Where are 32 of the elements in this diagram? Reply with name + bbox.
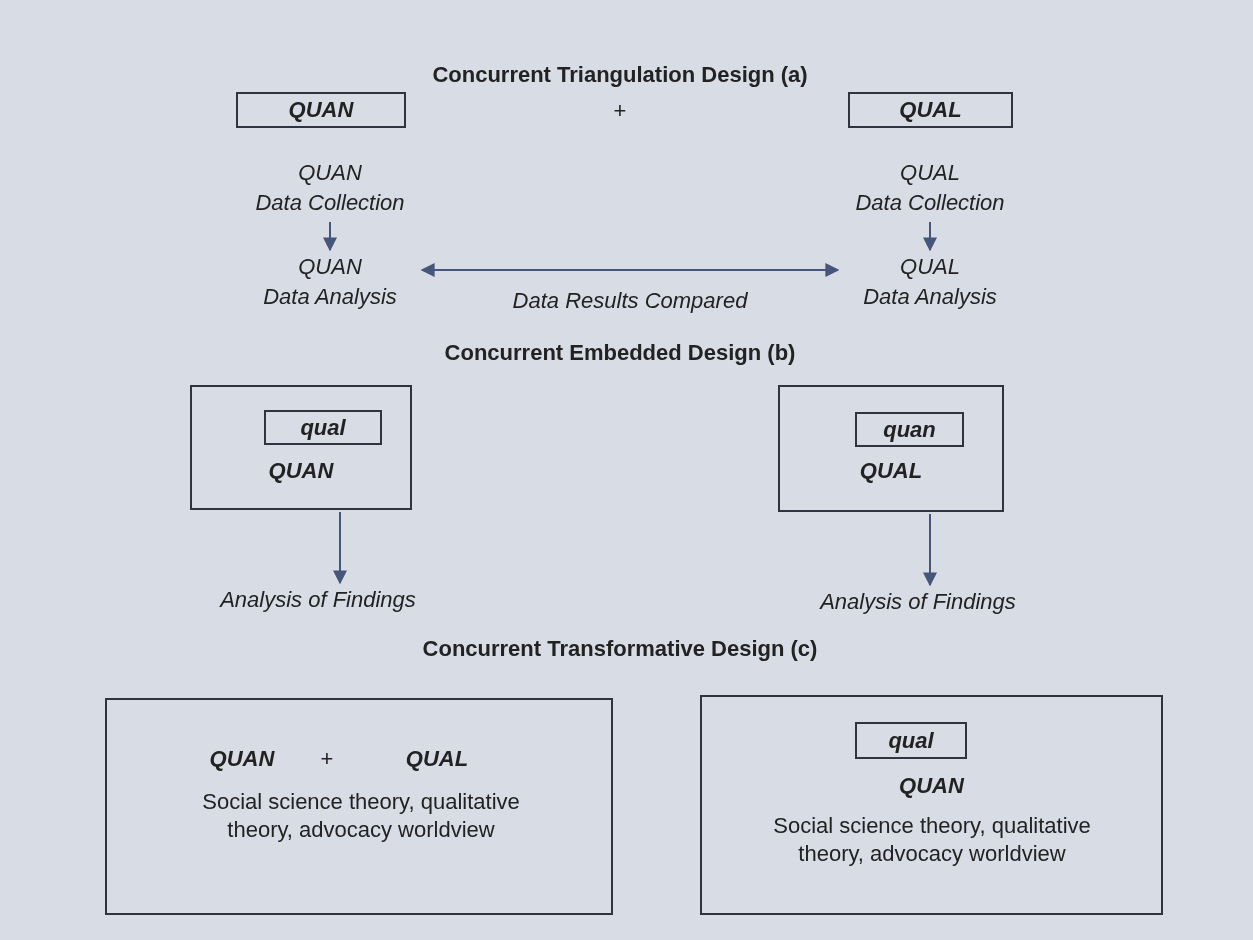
step-text: Analysis of Findings	[188, 585, 448, 615]
heading: Concurrent Triangulation Design (a)	[431, 62, 809, 88]
method-label: QUAN	[898, 772, 966, 800]
theory-text: Social science theory, qualitative theory, advocacy worldview	[772, 812, 1092, 868]
design-box	[778, 385, 1004, 512]
arrow	[333, 511, 347, 585]
method-label: QUAL	[404, 745, 470, 773]
method-box: quan	[855, 412, 964, 447]
arrow	[923, 221, 937, 252]
step-text: QUAN Data Collection	[240, 158, 420, 220]
step-text: QUAL Data Collection	[840, 158, 1020, 220]
design-box	[700, 695, 1163, 915]
arrow	[923, 513, 937, 587]
plus-sign: +	[612, 98, 628, 124]
method-box: qual	[855, 722, 967, 759]
theory-text: Social science theory, qualitative theory, advocacy worldview	[201, 788, 521, 844]
method-label: QUAN	[208, 745, 276, 773]
method-box: QUAN	[236, 92, 406, 128]
method-box: QUAL	[848, 92, 1013, 128]
heading: Concurrent Embedded Design (b)	[443, 340, 797, 366]
method-label: QUAL	[858, 457, 924, 485]
step-text: Analysis of Findings	[788, 587, 1048, 617]
step-text: QUAN Data Analysis	[240, 252, 420, 314]
design-box	[190, 385, 412, 510]
plus-sign: +	[319, 745, 335, 773]
arrow	[323, 221, 337, 252]
step-text: QUAL Data Analysis	[840, 252, 1020, 314]
method-label: QUAN	[267, 457, 335, 485]
arrow	[420, 263, 840, 277]
design-box	[105, 698, 613, 915]
method-box: qual	[264, 410, 382, 445]
heading: Concurrent Transformative Design (c)	[421, 636, 819, 662]
